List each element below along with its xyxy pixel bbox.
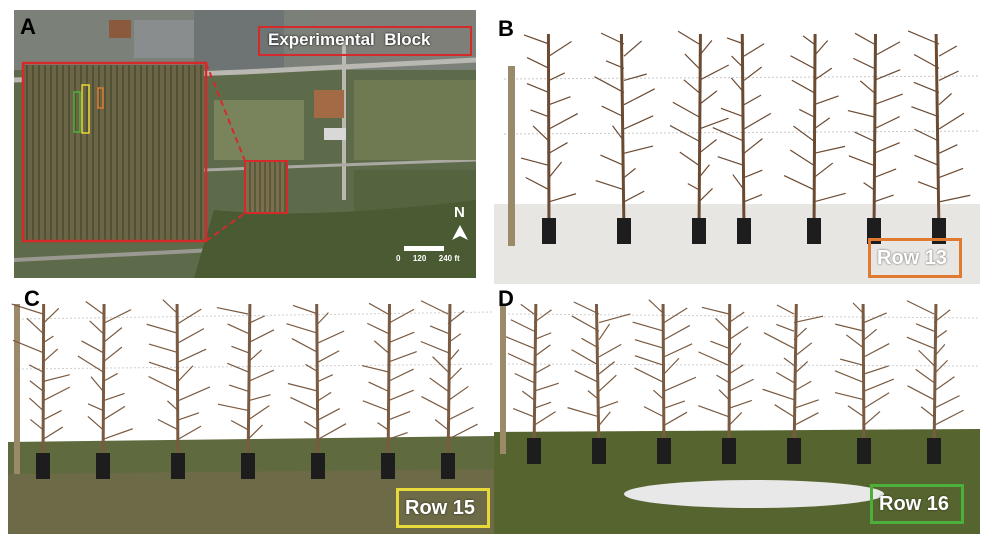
tree	[594, 32, 656, 244]
tree-trunk-guard	[657, 438, 671, 464]
tree-row-image	[8, 299, 494, 534]
tree	[567, 301, 631, 464]
row-16-marker	[73, 91, 81, 133]
tree	[11, 303, 71, 479]
scale-labels: 0 120 240 ft	[396, 254, 460, 263]
tree-trunk-guard	[722, 438, 736, 464]
tree-row-image	[494, 299, 980, 534]
panel-label-b: B	[498, 16, 514, 41]
tree	[77, 301, 133, 479]
tree	[361, 302, 417, 479]
panel-a-aerial-map: A Experimental Block N 0 120 240 ft	[14, 10, 476, 278]
scale-label-0: 0	[396, 254, 401, 263]
tree	[698, 303, 754, 464]
experimental-block-box	[244, 160, 288, 214]
tree-trunk-guard	[96, 453, 110, 479]
panel-label-c: C	[24, 286, 40, 311]
tree-trunk-guard	[36, 453, 50, 479]
support-post	[14, 304, 20, 474]
scale-label-240: 240 ft	[438, 254, 460, 263]
tree	[907, 30, 971, 244]
tree-trunk-guard	[807, 218, 821, 244]
tree-trunk-guard	[381, 453, 395, 479]
tree-trunk-guard	[542, 218, 556, 244]
tree	[505, 303, 559, 464]
north-arrow-icon	[452, 225, 468, 240]
tree	[632, 299, 697, 464]
tree	[286, 303, 347, 479]
tree-trunk-guard	[171, 453, 185, 479]
tree	[420, 300, 478, 479]
scale-label-120: 120	[412, 254, 427, 263]
row-13-marker	[97, 87, 104, 109]
tree-trunk-guard	[867, 218, 881, 244]
tree-trunk-guard	[527, 438, 541, 464]
row-15-label: Row 15	[396, 488, 490, 528]
tree	[834, 302, 895, 464]
panel-label-d: D	[498, 286, 514, 311]
tree-trunk-guard	[617, 218, 631, 244]
tree-trunk-guard	[441, 453, 455, 479]
tree-row-image	[494, 30, 980, 284]
tree	[669, 30, 729, 244]
experimental-block-area	[246, 162, 286, 212]
tree-trunk-guard	[932, 218, 946, 244]
panel-c-row-15: C Row 15	[8, 284, 494, 534]
tree	[712, 33, 772, 244]
row-15-marker	[81, 84, 90, 134]
north-label: N	[454, 204, 465, 221]
experimental-block-title: Experimental Block	[268, 30, 431, 49]
row-13-label: Row 13	[868, 238, 962, 278]
tree-trunk-guard	[692, 218, 706, 244]
tree	[216, 303, 275, 479]
tree	[762, 303, 824, 464]
tree-trunk-guard	[787, 438, 801, 464]
tree	[847, 32, 903, 244]
tree	[146, 299, 211, 479]
panel-d-row-16: D Row 16	[494, 284, 980, 534]
tree	[520, 33, 579, 244]
support-post	[508, 66, 515, 246]
tree-trunk-guard	[857, 438, 871, 464]
orchard-field	[24, 65, 204, 240]
panel-b-row-13: B Row 13	[494, 4, 980, 284]
scale-bar	[404, 246, 444, 251]
building	[314, 90, 344, 118]
row-16-label: Row 16	[870, 484, 964, 524]
tree-trunk-guard	[592, 438, 606, 464]
tree-trunk-guard	[737, 218, 751, 244]
tree	[906, 300, 964, 464]
tree-trunk-guard	[927, 438, 941, 464]
support-post	[500, 304, 506, 454]
panel-label-a: A	[20, 14, 36, 39]
aerial-photo	[14, 10, 476, 278]
tree-trunk-guard	[241, 453, 255, 479]
tree	[783, 33, 846, 244]
tree-trunk-guard	[311, 453, 325, 479]
zoom-box	[21, 61, 208, 243]
